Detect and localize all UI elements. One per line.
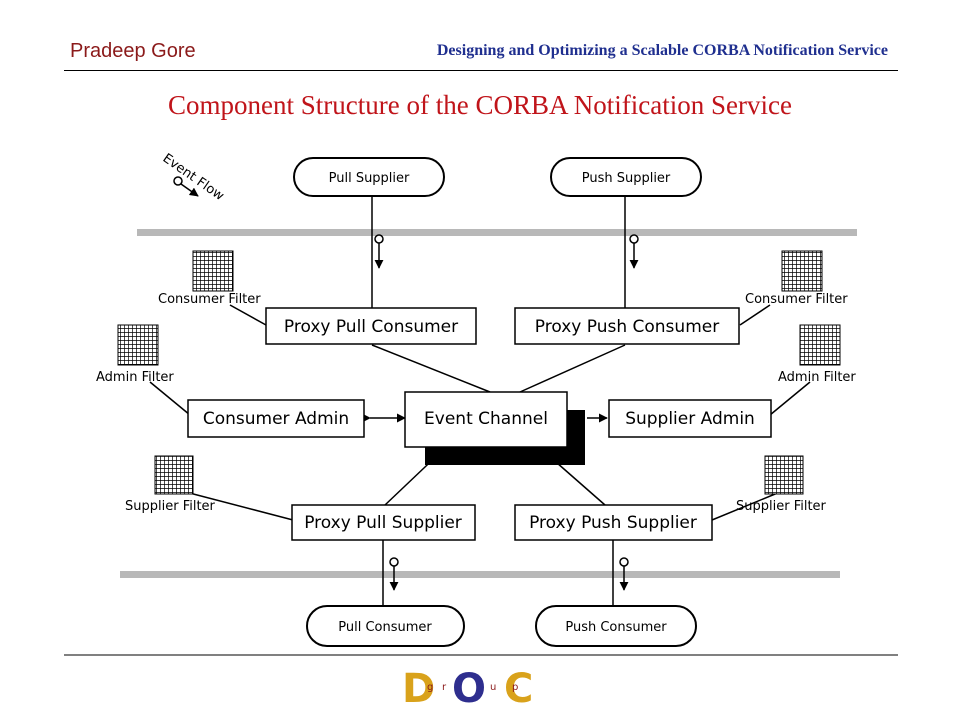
proxy-push-supplier-label: Proxy Push Supplier <box>529 513 697 533</box>
logo-letter-p: p <box>512 682 518 693</box>
pull-consumer-node <box>306 605 465 647</box>
admin-filter-right-icon <box>799 324 841 366</box>
push-supplier-label: Push Supplier <box>582 171 671 186</box>
event-arrows <box>361 234 639 591</box>
push-consumer-node <box>535 605 697 647</box>
admin-filter-left-label: Admin Filter <box>96 370 174 385</box>
logo-letter-c: C <box>504 666 533 712</box>
supplier-filter-left-label: Supplier Filter <box>125 499 216 514</box>
slide-title: Component Structure of the CORBA Notific… <box>168 90 792 120</box>
consumer-filter-right-icon <box>781 250 823 292</box>
logo-letter-o: O <box>452 666 486 712</box>
supplier-admin-box <box>608 399 772 438</box>
proxy-pull-supplier-box <box>291 504 476 541</box>
admin-filter-left-icon <box>117 324 159 366</box>
header-rule <box>64 70 898 71</box>
logo-letter-u: u <box>490 682 496 693</box>
supplier-filter-right-icon <box>764 455 804 495</box>
consumer-filter-left-label: Consumer Filter <box>158 292 261 307</box>
push-consumer-label: Push Consumer <box>565 620 667 635</box>
pull-supplier-node <box>293 157 445 197</box>
logo-letter-d: D <box>402 666 435 712</box>
supplier-filter-left-icon <box>154 455 194 495</box>
proxy-pull-consumer-label: Proxy Pull Consumer <box>284 317 458 337</box>
consumer-filter-right-label: Consumer Filter <box>745 292 848 307</box>
consumer-admin-box <box>187 399 365 438</box>
event-channel-box <box>404 391 568 448</box>
pull-consumer-label: Pull Consumer <box>338 620 432 635</box>
bottom-boundary-bar <box>120 571 840 578</box>
pull-supplier-label: Pull Supplier <box>329 171 410 186</box>
event-channel-label: Event Channel <box>424 409 548 429</box>
proxy-push-consumer-box <box>514 307 740 345</box>
proxy-push-consumer-label: Proxy Push Consumer <box>535 317 719 337</box>
supplier-filter-right-label: Supplier Filter <box>736 499 827 514</box>
logo-letter-r: r <box>442 682 447 693</box>
proxy-push-supplier-box <box>514 504 713 541</box>
consumer-admin-label: Consumer Admin <box>203 409 349 429</box>
push-supplier-node <box>550 157 702 197</box>
proxy-pull-consumer-box <box>265 307 477 345</box>
talk-title: Designing and Optimizing a Scalable CORB… <box>436 42 888 59</box>
logo-letter-g: g <box>427 682 433 693</box>
author-name: Pradeep Gore <box>70 40 196 62</box>
doc-group-logo: D O C g r u p <box>402 666 533 712</box>
event-flow-label: Event Flow <box>160 151 227 204</box>
consumer-filter-left-icon <box>192 250 234 292</box>
proxy-pull-supplier-label: Proxy Pull Supplier <box>304 513 462 533</box>
event-flow-indicator: Event Flow <box>160 151 227 204</box>
supplier-admin-label: Supplier Admin <box>625 409 755 429</box>
top-boundary-bar <box>137 229 857 236</box>
admin-filter-right-label: Admin Filter <box>778 370 856 385</box>
